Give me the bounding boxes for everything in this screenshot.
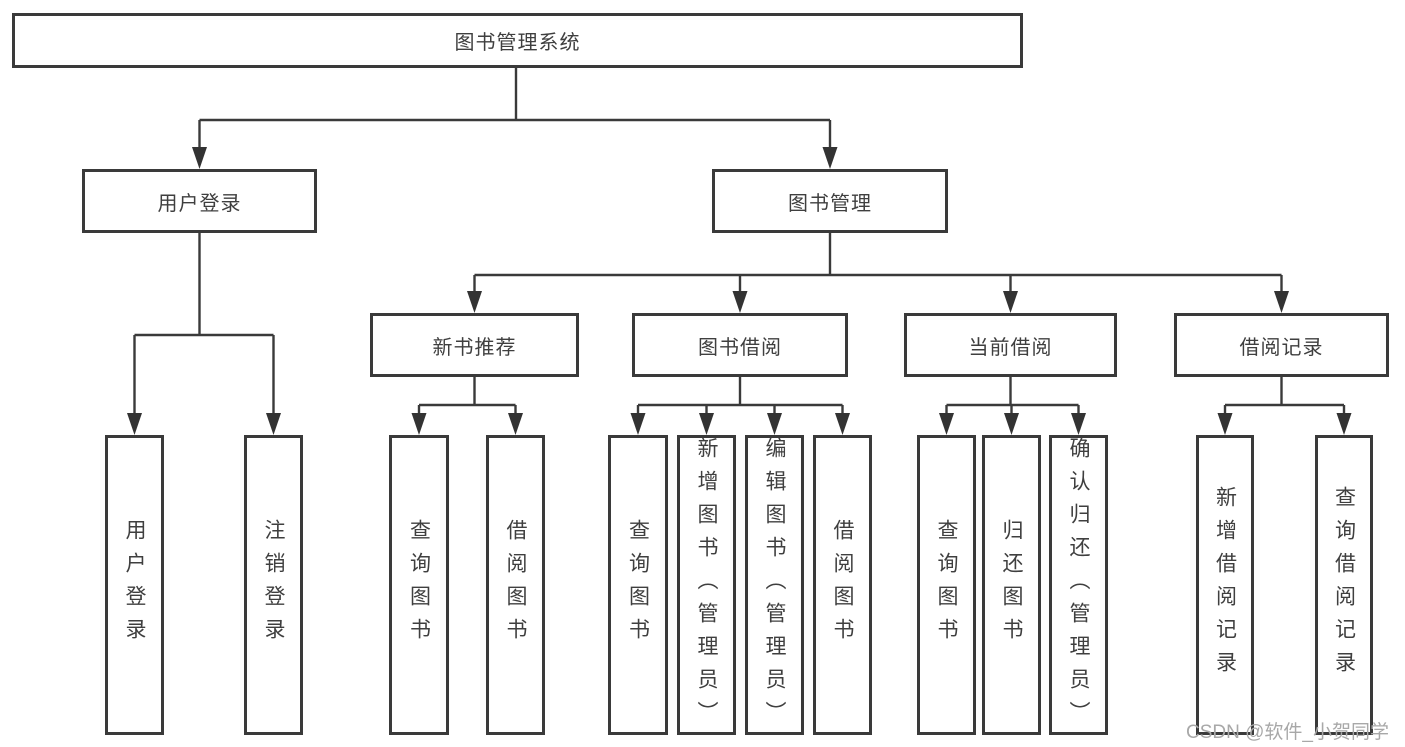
leaf-borrow-borrow-books: 借阅图书: [813, 435, 872, 735]
node-root-system: 图书管理系统: [12, 13, 1023, 68]
node-book-borrow: 图书借阅: [632, 313, 848, 377]
leaf-newrec-borrow-books: 借阅图书: [486, 435, 545, 735]
node-label: 查询图书: [626, 519, 650, 651]
node-label: 查询借阅记录: [1332, 486, 1356, 684]
node-label: 图书管理: [788, 192, 872, 215]
leaf-logout: 注销登录: [244, 435, 303, 735]
leaf-user-login: 用户登录: [105, 435, 164, 735]
leaf-newrec-query-books: 查询图书: [389, 435, 449, 735]
node-label: 图书管理系统: [454, 32, 581, 54]
node-new-book-recommend: 新书推荐: [370, 313, 579, 377]
leaf-borrow-add-books-admin: 新增图书（管理员）: [677, 435, 736, 735]
leaf-records-query-record: 查询借阅记录: [1315, 435, 1373, 735]
csdn-watermark: CSDN @软件_小贺同学: [1186, 722, 1389, 743]
node-borrow-records: 借阅记录: [1174, 313, 1389, 377]
node-label: 查询图书: [407, 519, 431, 651]
node-label: 注销登录: [262, 519, 285, 651]
node-label: 图书借阅: [698, 336, 782, 359]
leaf-current-query-books: 查询图书: [917, 435, 976, 735]
node-book-management-branch: 图书管理: [712, 169, 948, 233]
leaf-current-return-books: 归还图书: [982, 435, 1041, 735]
node-label: 新增借阅记录: [1213, 486, 1237, 684]
leaf-current-confirm-return-admin: 确认归还（管理员）: [1049, 435, 1108, 735]
leaf-borrow-query-books: 查询图书: [608, 435, 668, 735]
node-label: 确认归还（管理员）: [1067, 436, 1090, 734]
node-label: 借阅记录: [1239, 336, 1324, 359]
leaf-records-add-record: 新增借阅记录: [1196, 435, 1254, 735]
node-user-login-branch: 用户登录: [82, 169, 317, 233]
node-label: 当前借阅: [968, 336, 1053, 359]
node-label: 用户登录: [123, 519, 146, 651]
node-label: 用户登录: [157, 192, 242, 215]
leaf-borrow-edit-books-admin: 编辑图书（管理员）: [745, 435, 804, 735]
node-label: 编辑图书（管理员）: [763, 436, 786, 734]
node-label: 查询图书: [935, 519, 958, 651]
node-label: 新书推荐: [432, 336, 517, 359]
node-label: 新增图书（管理员）: [695, 436, 718, 734]
node-label: 归还图书: [1000, 519, 1023, 651]
node-label: 借阅图书: [504, 519, 527, 651]
node-current-borrow: 当前借阅: [904, 313, 1117, 377]
node-label: 借阅图书: [831, 519, 854, 651]
